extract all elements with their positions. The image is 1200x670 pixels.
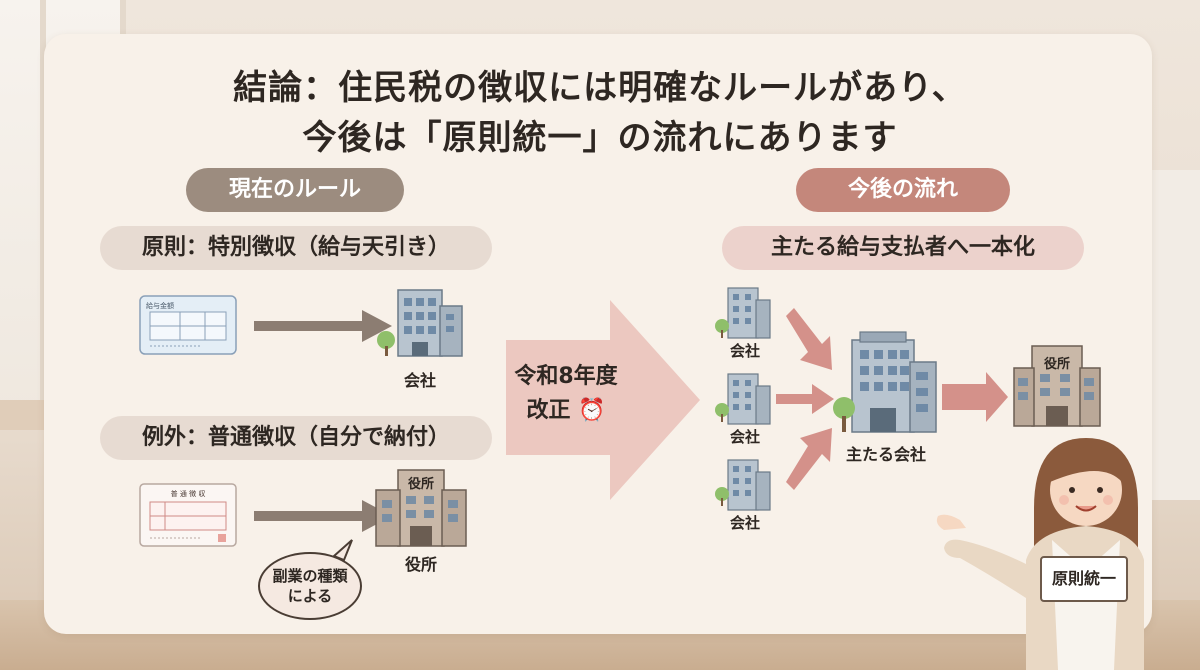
small-company-label-2: 会社 (729, 428, 760, 446)
company-building-icon (377, 289, 463, 357)
company-label: 会社 (404, 371, 436, 390)
bubble-line1: 副業の種類 (272, 567, 348, 585)
payslip-caption: 給与金額 (146, 301, 174, 310)
revision-line2: 改正 ⏰ (506, 394, 626, 428)
woman-character-illustration (936, 438, 1144, 670)
slide-title-line2: 今後は「原則統一」の流れにあります (302, 118, 898, 158)
revision-year: 令和8年度 (514, 364, 618, 389)
office-label: 役所 (405, 555, 437, 574)
main-company-label: 主たる会社 (846, 445, 926, 464)
side-job-speech-bubble: 副業の種類 による (258, 552, 362, 620)
small-company-icons (715, 287, 771, 511)
tax-notice-card (139, 483, 237, 547)
rule-special-collection-label: 原則：特別徴収（給与天引き） (100, 226, 492, 270)
unification-label: 主たる給与支払者へ一本化 (722, 226, 1084, 270)
office-sign-text: 役所 (408, 476, 434, 492)
small-company-label-3: 会社 (729, 514, 760, 532)
rule-ordinary-collection-label: 例外：普通徴収（自分で納付） (100, 416, 492, 460)
revision-label: 令和8年度 改正 ⏰ (506, 360, 626, 428)
arrow-main-company-to-office (942, 372, 1008, 422)
arrow-payslip-to-company (254, 310, 392, 342)
unification-sign: 原則統一 (1040, 556, 1128, 602)
office-building-icon (375, 469, 467, 547)
big-center-arrow (506, 300, 700, 500)
office-building-right-icon (1013, 345, 1101, 427)
notice-caption: 普 通 徴 収 (171, 489, 206, 498)
small-company-label-1: 会社 (729, 342, 760, 360)
arrow-notice-to-office (254, 500, 392, 532)
current-rule-heading: 現在のルール (186, 168, 404, 212)
converging-arrows (776, 308, 834, 490)
alarm-clock-icon: ⏰ (578, 398, 606, 423)
future-flow-heading: 今後の流れ (796, 168, 1010, 212)
main-company-building-icon (833, 331, 937, 433)
slide-title-line1: 結論：住民税の徴収には明確なルールがあり、 (233, 68, 967, 108)
payslip-card (139, 295, 237, 355)
revision-text: 改正 (526, 398, 571, 423)
office-right-sign-text: 役所 (1044, 356, 1070, 372)
bubble-line2: による (287, 587, 333, 605)
